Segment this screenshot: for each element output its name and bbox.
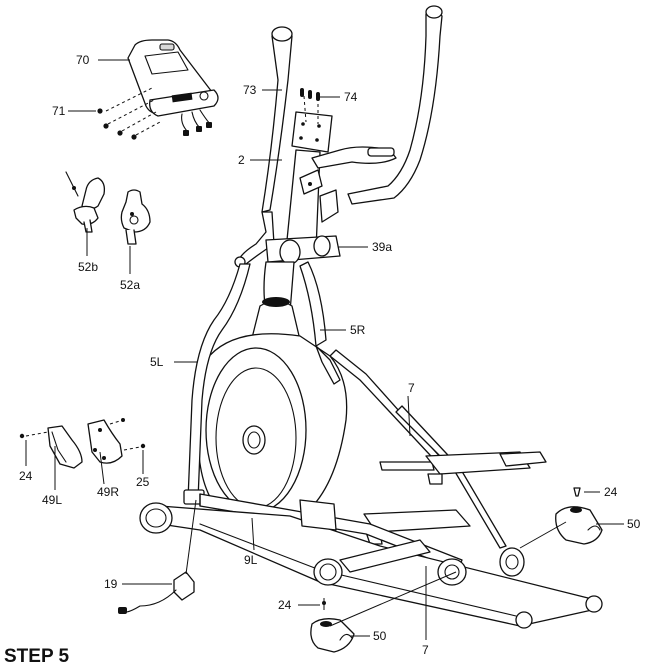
callout-2: 2 xyxy=(238,153,245,167)
base-frame xyxy=(139,499,603,629)
callout-24-bottom: 24 xyxy=(278,598,292,612)
callout-19: 19 xyxy=(104,577,118,591)
left-lower-arm xyxy=(183,263,251,505)
callout-24-left: 24 xyxy=(19,469,33,483)
flywheel-housing xyxy=(197,297,348,525)
callout-71: 71 xyxy=(52,104,66,118)
sensor-part xyxy=(118,499,197,614)
callout-52a: 52a xyxy=(120,278,140,292)
callout-24-right: 24 xyxy=(604,485,618,499)
callout-74: 74 xyxy=(344,90,358,104)
callout-7-frame: 7 xyxy=(408,381,415,395)
callout-49R: 49R xyxy=(97,485,119,499)
callout-50-bottom: 50 xyxy=(373,629,387,643)
right-lower-arm xyxy=(315,345,341,385)
callout-7-bottom: 7 xyxy=(422,643,429,657)
callout-52b: 52b xyxy=(78,260,98,274)
grip-parts xyxy=(65,171,151,245)
console-mast xyxy=(285,88,397,251)
callout-labels: 70 71 73 74 2 52b 52a 39a 5R 5L 7 24 49L… xyxy=(19,53,641,657)
pedals xyxy=(363,451,547,545)
callout-39a: 39a xyxy=(372,240,392,254)
callout-70: 70 xyxy=(76,53,90,67)
callout-49L: 49L xyxy=(42,493,62,507)
callout-5L: 5L xyxy=(150,355,164,369)
shroud-parts-left xyxy=(19,418,146,469)
step-title: STEP 5 xyxy=(4,646,70,667)
left-upper-arm xyxy=(234,26,293,268)
callout-73: 73 xyxy=(243,83,257,97)
console-assembly xyxy=(97,39,219,140)
leader-lines xyxy=(25,59,624,640)
covers-50 xyxy=(310,487,603,653)
callout-9L: 9L xyxy=(244,553,258,567)
callout-50-right: 50 xyxy=(627,517,641,531)
callout-25: 25 xyxy=(136,475,150,489)
right-upper-arm xyxy=(347,5,443,205)
callout-5R: 5R xyxy=(350,323,366,337)
